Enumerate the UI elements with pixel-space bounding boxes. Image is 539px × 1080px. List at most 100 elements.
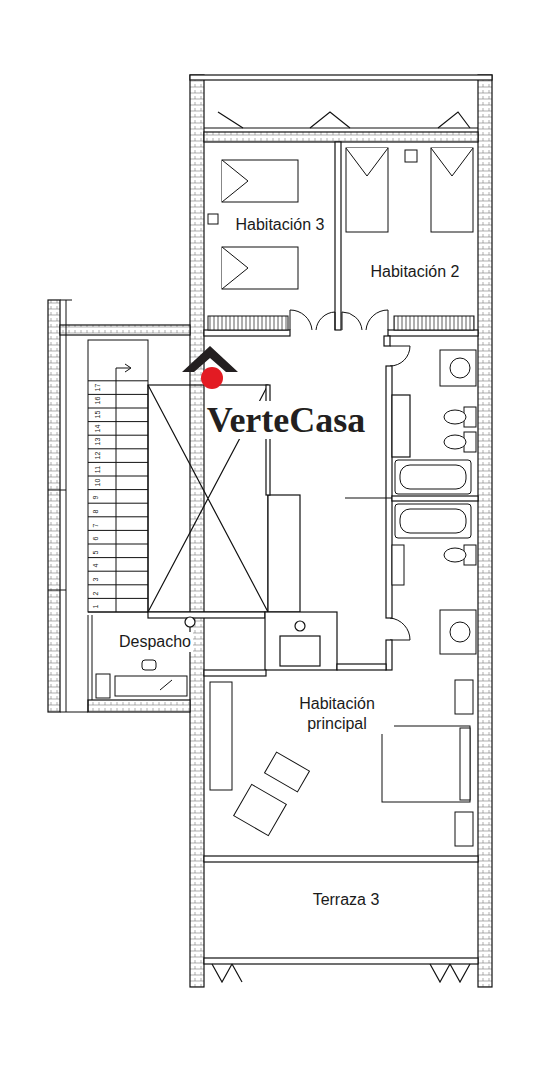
step-number: 6 <box>92 537 99 541</box>
door-swing <box>290 310 410 640</box>
bed <box>346 148 388 176</box>
room: Habitación 2 <box>341 143 478 315</box>
stair <box>88 476 148 477</box>
step-number: 11 <box>94 465 101 472</box>
stair <box>88 394 148 395</box>
bed <box>346 148 388 232</box>
step-number: 17 <box>94 383 101 391</box>
stair <box>88 489 148 490</box>
window-frame <box>66 300 67 712</box>
bathtub <box>400 465 466 489</box>
door-swing <box>290 310 312 330</box>
bed <box>455 812 473 846</box>
outer-wall <box>48 75 492 987</box>
bathtub <box>400 509 466 533</box>
bathtub <box>395 460 471 538</box>
outer-wall <box>88 700 190 712</box>
partition-wall <box>280 636 320 666</box>
partition-wall <box>185 617 195 627</box>
terrace <box>204 958 478 964</box>
step-number: 5 <box>92 550 99 554</box>
bathroom-wall <box>345 497 392 498</box>
door-swing <box>366 310 388 330</box>
partition-wall <box>268 495 300 612</box>
sanitary-fixture <box>392 350 476 654</box>
armchair <box>234 784 287 835</box>
stair <box>88 340 148 612</box>
door-swing <box>390 618 410 640</box>
balcony <box>218 112 470 128</box>
stair <box>88 612 148 613</box>
wardrobe <box>208 316 474 330</box>
room-label: Despacho <box>117 632 193 652</box>
bathtub <box>395 460 471 494</box>
balcony <box>204 127 478 128</box>
bed <box>222 247 248 289</box>
terrace <box>212 964 470 982</box>
door-swing <box>390 346 410 366</box>
desk <box>96 660 187 698</box>
partition-wall <box>204 142 478 346</box>
window-frame <box>48 300 92 712</box>
stair <box>88 544 148 545</box>
step-number: 13 <box>94 438 101 446</box>
bed <box>222 160 248 202</box>
stair <box>88 381 148 612</box>
terrace <box>204 856 478 982</box>
room-label: Habitación 3 <box>234 215 327 235</box>
partition-wall <box>335 142 341 330</box>
step-number: 8 <box>92 510 99 514</box>
sanitary-fixture <box>392 545 404 585</box>
bathroom-wall <box>386 640 392 670</box>
balcony <box>190 75 492 142</box>
stair <box>88 516 148 517</box>
bed <box>208 148 473 289</box>
bed <box>455 680 473 714</box>
room-label: Terraza 3 <box>311 890 382 910</box>
partition-wall <box>265 612 337 670</box>
step-number: 4 <box>92 564 99 568</box>
bed <box>382 726 470 802</box>
balcony <box>204 132 478 142</box>
step-number: 9 <box>92 496 99 500</box>
partition-wall <box>388 330 478 336</box>
desk <box>142 660 156 670</box>
stair <box>88 462 148 463</box>
sanitary-fixture <box>444 410 466 424</box>
armchair <box>234 752 310 835</box>
window-frame <box>48 590 66 591</box>
stair <box>88 340 148 612</box>
stair <box>88 557 148 558</box>
step-number: 10 <box>94 478 101 486</box>
partition-wall <box>204 670 266 676</box>
sanitary-fixture <box>444 435 466 449</box>
bed <box>208 214 218 224</box>
balcony <box>190 75 492 80</box>
sanitary-fixture <box>440 610 476 654</box>
outer-wall <box>60 325 190 335</box>
stair <box>125 364 131 372</box>
stair <box>88 408 148 409</box>
outer-wall <box>48 300 60 712</box>
stair <box>88 380 148 381</box>
window-frame <box>88 615 89 712</box>
stair <box>88 530 148 531</box>
desk <box>115 676 187 696</box>
stair <box>88 421 148 422</box>
bathtub <box>395 504 471 538</box>
sanitary-fixture <box>450 358 470 378</box>
brand-watermark: VerteCasa <box>205 401 368 439</box>
bed <box>222 247 298 289</box>
step-number: 16 <box>94 397 101 405</box>
logo-mark <box>182 346 238 389</box>
sanitary-fixture <box>440 350 476 386</box>
step-number: 3 <box>92 578 99 582</box>
step-number: 14 <box>94 424 101 432</box>
partition-wall <box>204 330 290 336</box>
stair-void <box>148 612 265 618</box>
terrace <box>204 856 478 862</box>
desk <box>160 680 172 690</box>
